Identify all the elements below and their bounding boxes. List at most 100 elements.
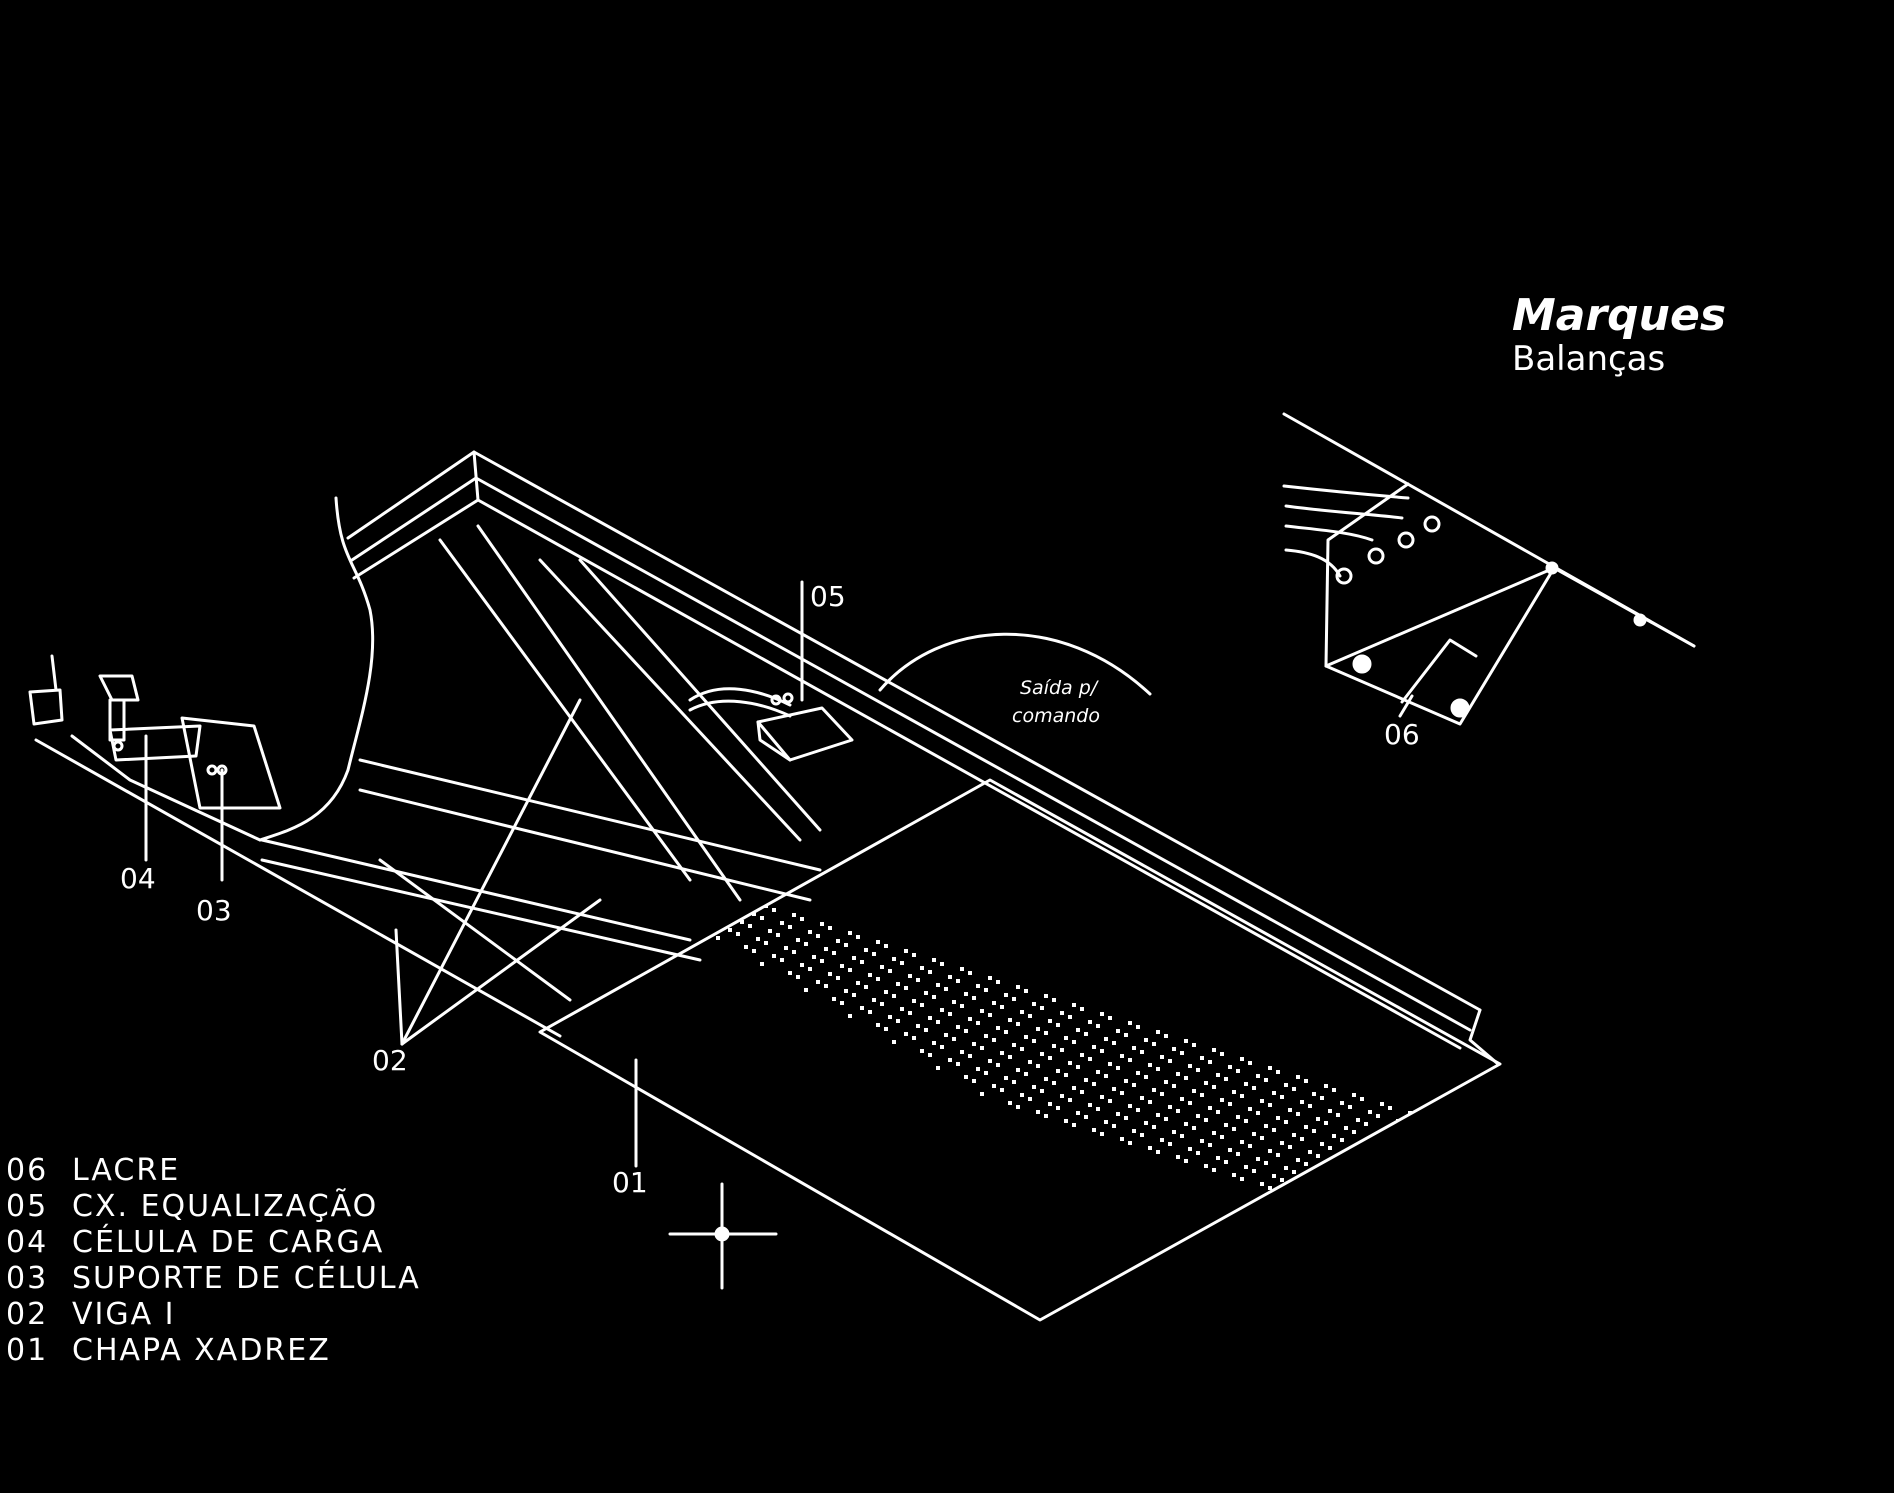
plate-dot (1656, 1250, 1660, 1254)
plate-dot (1488, 1196, 1492, 1200)
plate-dot (1172, 1130, 1176, 1134)
plate-dot (1468, 1154, 1472, 1158)
plate-dot (1292, 1133, 1296, 1137)
plate-dot (756, 937, 760, 941)
plate-dot (1288, 1191, 1292, 1195)
plate-dot (1180, 1097, 1184, 1101)
plate-dot (988, 976, 992, 980)
plate-dot (1496, 1163, 1500, 1167)
plate-dot (692, 906, 696, 910)
plate-dot (936, 983, 940, 987)
plate-dot (1640, 1270, 1644, 1274)
plate-dot (912, 953, 916, 957)
plate-dot (1480, 1183, 1484, 1187)
plate-dot (1524, 1209, 1528, 1213)
plate-dot (1396, 1202, 1400, 1206)
plate-dot (1712, 1305, 1716, 1309)
plate-dot (1424, 1211, 1428, 1215)
plate-dot (1460, 1141, 1464, 1145)
plate-dot (1732, 1310, 1736, 1314)
plate-dot (1184, 1122, 1188, 1126)
plate-dot (1228, 1065, 1232, 1069)
plate-dot (1172, 1047, 1176, 1051)
plate-dot (884, 944, 888, 948)
plate-dot (852, 993, 856, 997)
plate-dot (1552, 1218, 1556, 1222)
plate-dot (1664, 1254, 1668, 1258)
plate-dot (1188, 1101, 1192, 1105)
plate-dot (1160, 1092, 1164, 1096)
plate-dot (832, 951, 836, 955)
plate-dot (916, 978, 920, 982)
plate-dot (700, 919, 704, 923)
plate-dot (1824, 1341, 1828, 1345)
legend-code: 01 (6, 1333, 48, 1368)
plate-dot (948, 1012, 952, 1016)
plate-dot (868, 973, 872, 977)
plate-dot (1832, 1354, 1836, 1358)
plate-dot (1484, 1254, 1488, 1258)
plate-dot (908, 974, 912, 978)
plate-dot (1444, 1124, 1448, 1128)
plate-dot (1440, 1228, 1444, 1232)
plate-dot (1228, 1102, 1232, 1106)
plate-dot (1460, 1224, 1464, 1228)
plate-dot (1520, 1267, 1524, 1271)
plate-dot (1680, 1317, 1684, 1321)
plate-dot (1336, 1159, 1340, 1163)
plate-dot (1804, 1345, 1808, 1349)
plate-dot (928, 1053, 932, 1057)
plate-dot (1132, 1083, 1136, 1087)
plate-dot (1100, 1049, 1104, 1053)
plate-dot (1500, 1188, 1504, 1192)
plate-dot (1560, 1268, 1564, 1272)
plate-dot (1588, 1240, 1592, 1244)
legend-code: 06 (6, 1153, 48, 1188)
plate-dot (1088, 1103, 1092, 1107)
plate-dot (780, 921, 784, 925)
plate-dot (1660, 1312, 1664, 1316)
plate-dot (1248, 1107, 1252, 1111)
plate-dot (1472, 1179, 1476, 1183)
plate-dot (1108, 1062, 1112, 1066)
plate-dot (1348, 1151, 1352, 1155)
plate-dot (1084, 1078, 1088, 1082)
plate-dot (664, 897, 668, 901)
plate-dot (1280, 1141, 1284, 1145)
plate-dot (1232, 1127, 1236, 1131)
plate-dot (1616, 1249, 1620, 1253)
plate-dot (1008, 1055, 1012, 1059)
plate-dot (1600, 1269, 1604, 1273)
plate-dot (660, 872, 664, 876)
plate-dot (1320, 1142, 1324, 1146)
plate-dot (848, 931, 852, 935)
plate-dot (1028, 1014, 1032, 1018)
plate-dot (1380, 1222, 1384, 1226)
plate-dot (1516, 1205, 1520, 1209)
plate-dot (1124, 1033, 1128, 1037)
plate-dot (960, 1004, 964, 1008)
plate-dot (1428, 1190, 1432, 1194)
plate-dot (1392, 1131, 1396, 1135)
plate-dot (1432, 1132, 1436, 1136)
plate-dot (1360, 1097, 1364, 1101)
plate-dot (740, 920, 744, 924)
plate-dot (1212, 1168, 1216, 1172)
plate-dot (988, 1059, 992, 1063)
plate-dot (1252, 1169, 1256, 1173)
plate-dot (776, 933, 780, 937)
plate-dot (1056, 1106, 1060, 1110)
plate-dot (948, 1058, 952, 1062)
plate-dot (1744, 1302, 1748, 1306)
plate-dot (1056, 1023, 1060, 1027)
plate-dot (824, 984, 828, 988)
plate-dot (1720, 1272, 1724, 1276)
plate-dot (808, 930, 812, 934)
plate-dot (1148, 1100, 1152, 1104)
plate-dot (1128, 1021, 1132, 1025)
plate-dot (1708, 1326, 1712, 1330)
plate-dot (944, 987, 948, 991)
plate-dot (1124, 1116, 1128, 1120)
plate-dot (1144, 1121, 1148, 1125)
